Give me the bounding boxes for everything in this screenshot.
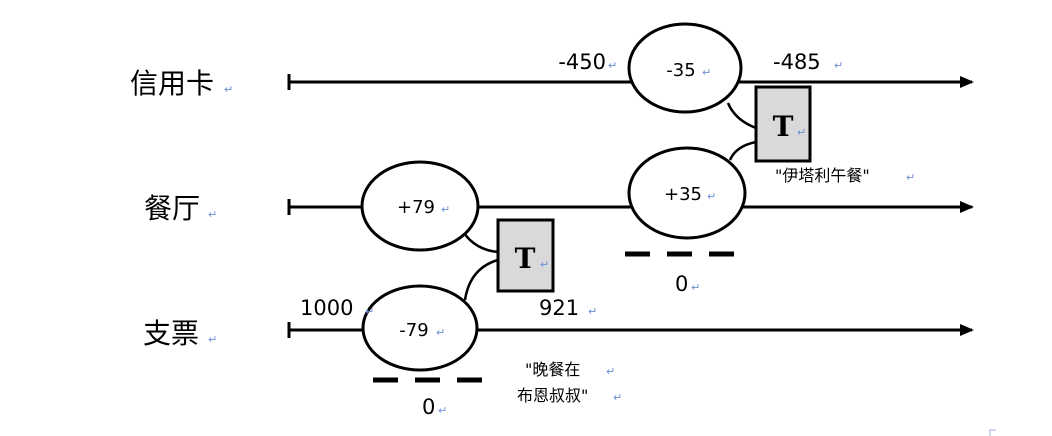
transaction-marker-dinner: T ↵ <box>496 218 555 293</box>
corner-mark-icon <box>989 429 996 436</box>
return-mark-icon: ↵ <box>691 281 700 294</box>
return-mark-icon: ↵ <box>606 365 615 378</box>
entry-value: -79 <box>399 320 428 341</box>
transaction-marker-label: T <box>773 110 794 143</box>
return-mark-icon: ↵ <box>588 305 597 318</box>
balance-check-before: 1000 <box>300 296 353 320</box>
description-lunch: "伊塔利午餐" <box>775 166 870 185</box>
entry-check: -79 ↵ <box>361 284 479 372</box>
entry-value: +35 <box>664 184 702 205</box>
return-mark-icon: ↵ <box>797 126 806 139</box>
account-label-restaurant: 餐厅 <box>144 192 200 225</box>
connector-line <box>726 102 757 130</box>
connector-line <box>463 258 499 301</box>
entry-credit-card: -35 ↵ <box>627 22 743 114</box>
zero-check: 0 <box>422 395 435 419</box>
return-mark-icon: ↵ <box>224 83 233 96</box>
description-dinner-line2: 布恩叔叔" <box>517 386 588 405</box>
return-mark-icon: ↵ <box>613 391 622 404</box>
account-label-credit-card: 信用卡 <box>130 67 214 100</box>
return-mark-icon: ↵ <box>436 326 445 339</box>
balance-credit-card-before: -450 <box>558 50 606 74</box>
return-mark-icon: ↵ <box>208 208 217 221</box>
connector-line <box>462 232 499 254</box>
connector-line <box>728 140 757 161</box>
description-dinner-line1: "晚餐在 <box>525 360 580 379</box>
zero-restaurant: 0 <box>675 272 688 296</box>
return-mark-icon: ↵ <box>702 66 711 79</box>
return-mark-icon: ↵ <box>707 190 716 203</box>
return-mark-icon: ↵ <box>540 258 549 271</box>
return-mark-icon: ↵ <box>365 305 374 318</box>
entry-value: -35 <box>666 60 695 81</box>
entry-restaurant-lunch: +35 ↵ <box>627 146 747 240</box>
balance-check-after: 921 <box>539 296 579 320</box>
return-mark-icon: ↵ <box>441 203 450 216</box>
entry-value: +79 <box>397 197 435 218</box>
return-mark-icon: ↵ <box>608 59 617 72</box>
return-mark-icon: ↵ <box>834 59 843 72</box>
account-label-check: 支票 <box>143 317 199 350</box>
return-mark-icon: ↵ <box>438 404 447 417</box>
return-mark-icon: ↵ <box>208 333 217 346</box>
transaction-marker-label: T <box>515 242 536 275</box>
entry-restaurant-dinner: +79 ↵ <box>360 160 480 252</box>
transaction-marker-lunch: T ↵ <box>754 85 812 163</box>
return-mark-icon: ↵ <box>906 171 915 184</box>
balance-credit-card-after: -485 <box>773 50 821 74</box>
